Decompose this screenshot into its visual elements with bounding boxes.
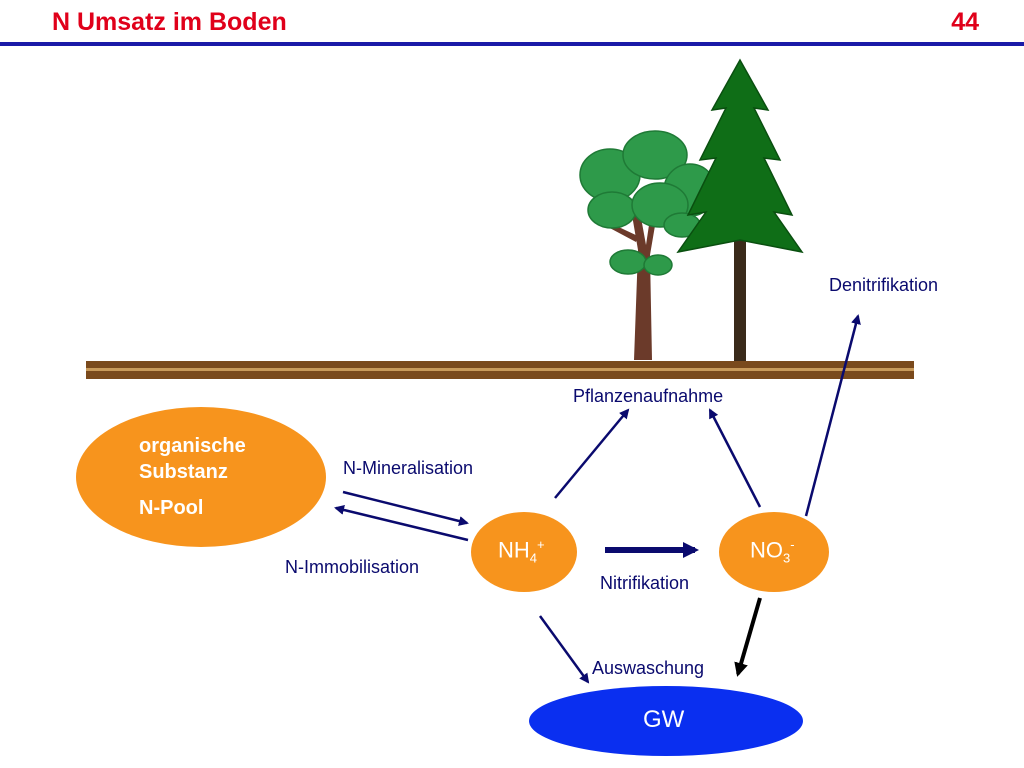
immobilisation-label: N-Immobilisation	[285, 557, 420, 577]
organic-substance-node	[76, 407, 326, 547]
ammonium-formula: NH4+	[498, 537, 545, 566]
conifer-tree-icon	[676, 58, 804, 362]
nitrification-label: Nitrifikation	[600, 573, 690, 593]
uptake-arrow-no3	[708, 408, 762, 508]
nitrate-superscript: -	[790, 537, 795, 552]
organic-line-1: organische	[139, 435, 246, 457]
organic-substance-label: organische Substanz N-Pool	[139, 433, 246, 521]
nitrate-node	[719, 512, 829, 592]
leaching-arrow-nh4	[538, 615, 590, 684]
deciduous-tree-icon	[579, 130, 717, 360]
mineralisation-arrow	[342, 490, 469, 526]
uptake-arrow-nh4	[554, 408, 630, 499]
nitrate-formula: NO3-	[750, 537, 795, 566]
uptake-label: Pflanzenaufnahme	[573, 386, 724, 406]
ammonium-base: NH	[498, 537, 530, 563]
mineralisation-label: N-Mineralisation	[343, 458, 474, 478]
ammonium-subscript: 4	[529, 550, 538, 566]
soil-stripe	[86, 368, 914, 371]
immobilisation-arrow	[334, 505, 469, 542]
leaching-arrow-no3	[734, 597, 762, 677]
leaching-label: Auswaschung	[592, 658, 705, 678]
groundwater-label: GW	[643, 706, 685, 733]
organic-line-2: Substanz	[139, 461, 228, 483]
denitrification-label: Denitrifikation	[829, 275, 939, 295]
nitrate-base: NO	[750, 537, 783, 563]
ammonium-node	[471, 512, 577, 592]
organic-line-3: N-Pool	[139, 497, 204, 519]
slide-title: N Umsatz im Boden	[52, 8, 287, 36]
ammonium-superscript: +	[537, 537, 545, 552]
nitrate-subscript: 3	[783, 550, 791, 566]
slide-number: 44	[951, 8, 979, 36]
groundwater-node	[529, 686, 803, 756]
header-rule	[0, 42, 1024, 46]
denitrification-arrow	[804, 314, 861, 517]
